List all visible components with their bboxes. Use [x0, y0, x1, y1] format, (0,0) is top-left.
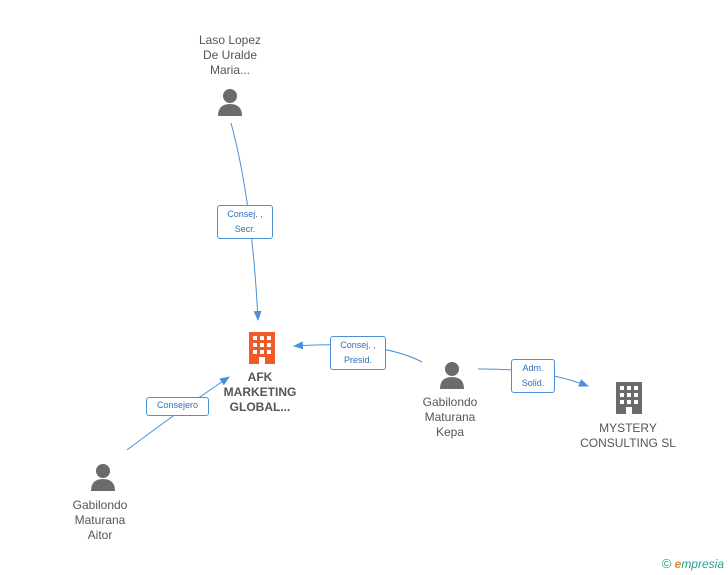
relation-line: Consej. , — [340, 340, 376, 350]
relation-box-kepa-mystery[interactable]: Adm. Solid. — [511, 359, 555, 393]
node-label-line: Maria... — [209, 63, 250, 77]
relation-box-kepa-afk[interactable]: Consej. , Presid. — [330, 336, 386, 370]
node-label-kepa[interactable]: Gabilondo Maturana Kepa — [390, 395, 510, 440]
node-label-line: Laso Lopez — [198, 33, 262, 47]
building-icon[interactable] — [616, 382, 642, 414]
node-label-afk[interactable]: AFK MARKETING GLOBAL... — [200, 370, 320, 415]
relation-line: Presid. — [343, 355, 372, 365]
brand-footer: © empresia — [662, 556, 724, 571]
person-icon[interactable] — [218, 89, 242, 116]
relation-line: Consejero — [156, 400, 199, 410]
node-label-aitor[interactable]: Gabilondo Maturana Aitor — [40, 498, 160, 543]
node-label-line: GLOBAL... — [229, 400, 291, 414]
person-icon[interactable] — [91, 464, 115, 491]
node-label-line: Gabilondo — [422, 395, 478, 409]
node-label-line: AFK — [247, 370, 273, 384]
copyright-symbol: © — [661, 556, 672, 571]
node-label-line: MYSTERY — [599, 421, 657, 435]
brand-initial: e — [674, 557, 682, 571]
node-label-line: MARKETING — [223, 385, 297, 399]
node-label-line: CONSULTING SL — [580, 436, 676, 450]
brand-name: mpresia — [681, 557, 724, 571]
node-label-line: De Uralde — [202, 48, 258, 62]
node-label-line: Maturana — [424, 410, 476, 424]
person-icon[interactable] — [440, 362, 464, 389]
node-label-mystery[interactable]: MYSTERY CONSULTING SL — [568, 421, 688, 451]
relation-box-aitor-afk[interactable]: Consejero — [146, 397, 209, 416]
relation-line: Solid. — [521, 378, 545, 388]
node-label-line: Gabilondo — [72, 498, 128, 512]
relation-line: Secr. — [234, 224, 256, 234]
node-label-laso[interactable]: Laso Lopez De Uralde Maria... — [170, 33, 290, 78]
building-icon[interactable] — [249, 332, 275, 364]
node-label-line: Maturana — [74, 513, 126, 527]
relation-box-laso-afk[interactable]: Consej. , Secr. — [217, 205, 273, 239]
relation-line: Consej. , — [227, 209, 263, 219]
node-label-line: Aitor — [87, 528, 113, 542]
relation-line: Adm. — [522, 363, 544, 373]
node-label-line: Kepa — [435, 425, 465, 439]
